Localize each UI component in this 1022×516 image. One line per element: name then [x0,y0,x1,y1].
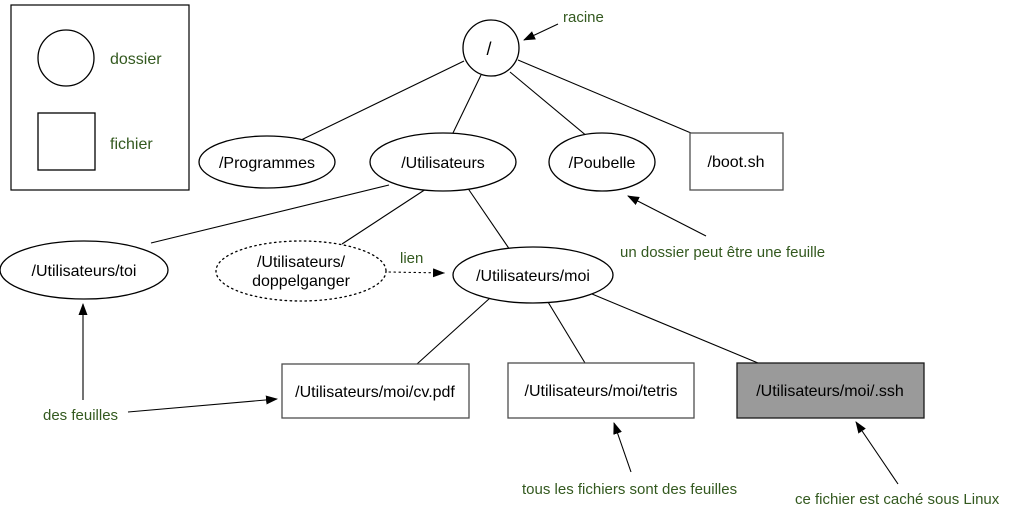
node-doppelganger: /Utilisateurs/ doppelganger [215,240,387,302]
legend-folder-label: dossier [110,51,162,68]
node-ssh-label: /Utilisateurs/moi/.ssh [756,383,904,400]
annotation-dossier-feuille-arrow [627,195,707,237]
node-cv: /Utilisateurs/moi/cv.pdf [281,363,470,419]
folder-shape-icon [37,29,95,87]
node-toi: /Utilisateurs/toi [0,240,169,300]
edge-moi-ssh [591,293,759,364]
edge-root-poubelle [509,71,589,138]
annotation-lien: lien [400,250,423,267]
node-utilisateurs-shape [369,132,517,192]
edge-utilisateurs-doppelganger [341,188,427,245]
node-utilisateurs: /Utilisateurs [369,132,517,192]
node-boot-shape [689,132,784,191]
node-root-label: / [486,39,491,59]
node-doppelganger-label-line1: /Utilisateurs/ [257,254,346,271]
node-doppelganger-label-line2: doppelganger [252,273,351,290]
node-poubelle-label: /Poubelle [569,155,636,172]
annotation-fichier-cache: ce fichier est caché sous Linux [795,491,1000,508]
edge-moi-cv [416,297,491,365]
node-doppelganger-shape [215,240,387,302]
annotation-racine-arrow [523,23,559,41]
legend: dossier fichier [10,4,190,191]
edge-root-boot [517,59,692,134]
node-poubelle: /Poubelle [548,132,656,192]
node-programmes-shape [198,135,336,189]
node-cv-shape [281,363,470,419]
node-toi-label: /Utilisateurs/toi [32,263,137,280]
node-moi-label: /Utilisateurs/moi [476,268,590,285]
node-programmes-label: /Programmes [219,155,315,172]
node-poubelle-shape [548,132,656,192]
node-ssh-shape [736,362,925,419]
node-tetris: /Utilisateurs/moi/tetris [507,362,695,419]
legend-file-label: fichier [110,136,153,153]
node-root: / [462,19,520,77]
node-moi-shape [452,246,614,304]
file-shape-icon [37,112,96,171]
annotation-des-feuilles-arrow-cv [127,395,278,413]
annotation-fichier-cache-arrow [855,421,899,485]
edge-utilisateurs-toi [150,184,390,244]
node-tetris-label: /Utilisateurs/moi/tetris [525,383,678,400]
symlink-arrow [388,268,445,278]
node-cv-label: /Utilisateurs/moi/cv.pdf [295,384,455,401]
edge-root-utilisateurs [451,74,482,136]
node-ssh: /Utilisateurs/moi/.ssh [736,362,925,419]
annotation-fichiers-feuilles: tous les fichiers sont des feuilles [522,481,737,498]
node-boot-label: /boot.sh [708,154,765,171]
tree-edges [150,59,759,365]
annotations: racine lien un dossier peut être une feu… [43,9,1000,508]
node-toi-shape [0,240,169,300]
node-utilisateurs-label: /Utilisateurs [401,155,485,172]
edge-root-programmes [298,60,465,142]
annotation-racine: racine [563,9,604,26]
annotation-fichiers-feuilles-arrow [613,422,632,473]
node-root-shape [462,19,520,77]
node-tetris-shape [507,362,695,419]
node-boot: /boot.sh [689,132,784,191]
node-moi: /Utilisateurs/moi [452,246,614,304]
annotation-dossier-feuille: un dossier peut être une feuille [620,244,825,261]
edge-moi-tetris [547,301,586,364]
legend-box [10,4,190,191]
node-programmes: /Programmes [198,135,336,189]
edge-utilisateurs-moi [466,186,511,251]
annotation-des-feuilles: des feuilles [43,407,118,424]
